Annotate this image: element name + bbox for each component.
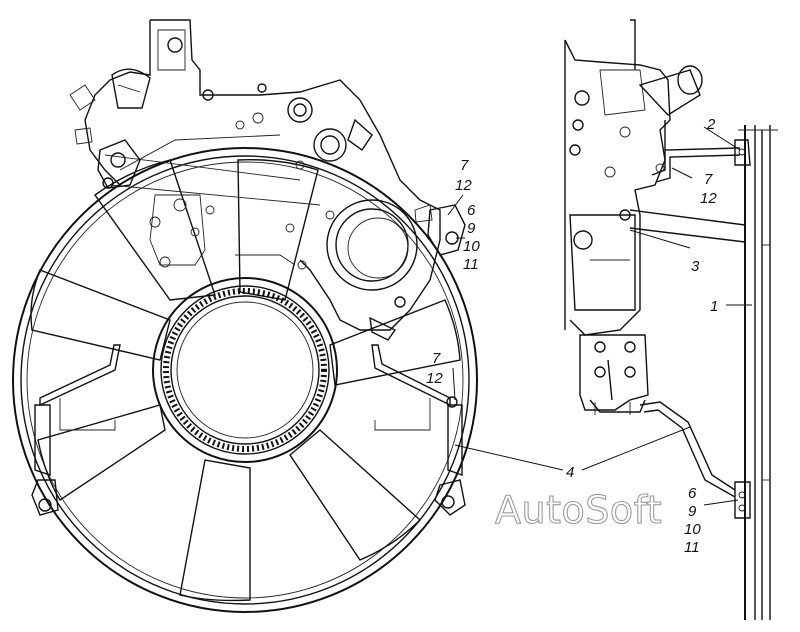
callout-2: 2 <box>706 116 716 133</box>
callout-1: 1 <box>710 298 718 315</box>
callout-lower-right-6: 6 <box>688 485 697 502</box>
leader-lines <box>447 126 752 506</box>
upper-stay <box>651 139 751 183</box>
callout-mid-left-9: 9 <box>467 220 476 237</box>
callout-lower-right-10: 10 <box>684 521 701 538</box>
callout-upper-right-7: 7 <box>704 171 713 188</box>
fan-hub <box>152 277 338 463</box>
callout-upper-left-7: 7 <box>460 157 469 174</box>
lower-right-stay <box>371 344 466 516</box>
callout-labels: 1 2 3 4 7 12 6 9 10 11 7 12 7 12 6 9 10 … <box>426 116 718 556</box>
radiator-core <box>738 125 778 620</box>
engine-front-housing <box>84 19 441 341</box>
callout-4: 4 <box>566 464 574 481</box>
callout-lower-left-12: 12 <box>426 370 443 387</box>
front-view <box>12 19 478 613</box>
callout-mid-left-6: 6 <box>467 202 476 219</box>
callout-3: 3 <box>691 258 700 275</box>
callout-upper-right-12: 12 <box>700 190 717 207</box>
upper-left-bracket <box>69 84 141 189</box>
lower-left-stay <box>31 344 121 516</box>
callout-mid-left-10: 10 <box>463 238 480 255</box>
callout-upper-left-12: 12 <box>455 177 472 194</box>
engine-side-profile <box>564 19 703 415</box>
lower-stay <box>639 401 751 519</box>
callout-lower-right-11: 11 <box>684 539 700 556</box>
callout-mid-left-11: 11 <box>463 256 479 273</box>
autosoft-watermark: AutoSoft <box>495 488 662 532</box>
callout-lower-left-7: 7 <box>432 350 441 367</box>
mid-stay <box>629 209 746 243</box>
side-view <box>564 19 778 620</box>
fan-shroud-ring <box>12 147 478 613</box>
callout-lower-right-9: 9 <box>688 503 697 520</box>
fan-blades <box>30 159 461 602</box>
